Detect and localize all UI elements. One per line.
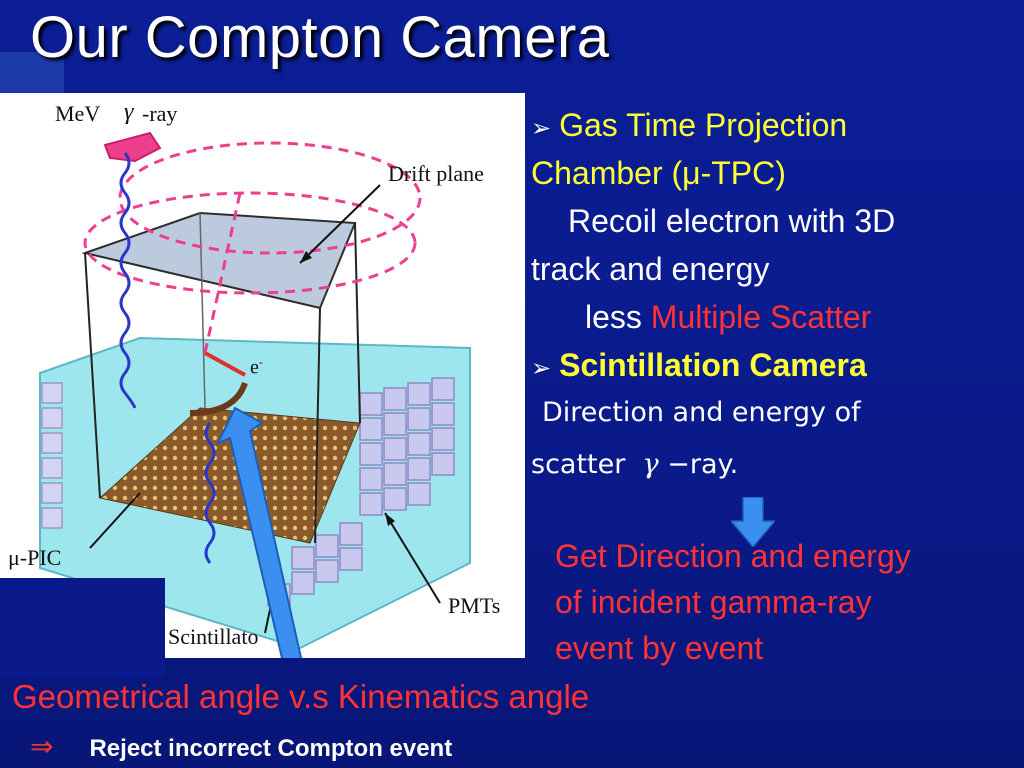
compton-cone-ellipse xyxy=(118,141,422,255)
arrow-bullet-icon: ➢ xyxy=(531,114,552,142)
title-decoration-bar xyxy=(0,52,64,96)
bullet-1-line-1: ➢Gas Time Projection xyxy=(531,107,848,143)
reject-text: Reject incorrect Compton event xyxy=(89,735,453,762)
angle-comparison-text: Geometrical angle v.s Kinematics angle xyxy=(12,678,590,715)
result-line-3: event by event xyxy=(555,630,764,666)
bullet-1-line-2: Chamber (μ-TPC) xyxy=(531,155,786,191)
reject-line: ⇒ Reject incorrect Compton event xyxy=(30,730,452,763)
down-arrow-icon xyxy=(731,497,775,547)
mev-label: MeV xyxy=(55,101,101,126)
bullet-1-line-4: track and energy xyxy=(531,251,770,287)
bullet-1-line-5: less Multiple Scatter xyxy=(585,299,872,335)
incident-direction-arrow xyxy=(215,406,303,658)
result-text: Get Direction and energy of incident gam… xyxy=(555,533,911,671)
pmt-blocks xyxy=(267,377,455,607)
bullet-2-title: ➢Scintillation Camera xyxy=(531,347,867,383)
ray-label: -ray xyxy=(142,101,178,126)
result-line-1: Get Direction and energy xyxy=(555,538,911,574)
gamma-source xyxy=(103,131,162,163)
bullet-1-line-3: Recoil electron with 3D xyxy=(568,203,896,239)
electron-label: e- xyxy=(250,355,263,379)
bullet-2-line-1: Direction and energy of xyxy=(542,397,861,428)
mu-pic-label: μ-PIC xyxy=(8,545,62,570)
scintillator-label: Scintillato xyxy=(168,624,259,649)
slide-title: Our Compton Camera xyxy=(30,5,610,70)
gamma-symbol-label: γ xyxy=(124,99,134,125)
figure-corner-cutout xyxy=(0,578,165,678)
arrow-bullet-icon: ➢ xyxy=(531,354,552,382)
drift-plane-label: Drift plane xyxy=(388,161,484,186)
pmts-label: PMTs xyxy=(448,593,501,618)
compton-camera-illustration xyxy=(39,131,471,658)
implies-icon: ⇒ xyxy=(30,730,54,763)
gamma-ray-path xyxy=(119,152,137,409)
bullet-2-line-2: scatter γ −ray. xyxy=(531,449,739,480)
result-line-2: of incident gamma-ray xyxy=(555,584,872,620)
compton-camera-figure: MeV γ -ray Drift plane e- μ-PIC PMTs Sci… xyxy=(0,93,525,658)
recoil-electron-track xyxy=(204,351,246,377)
